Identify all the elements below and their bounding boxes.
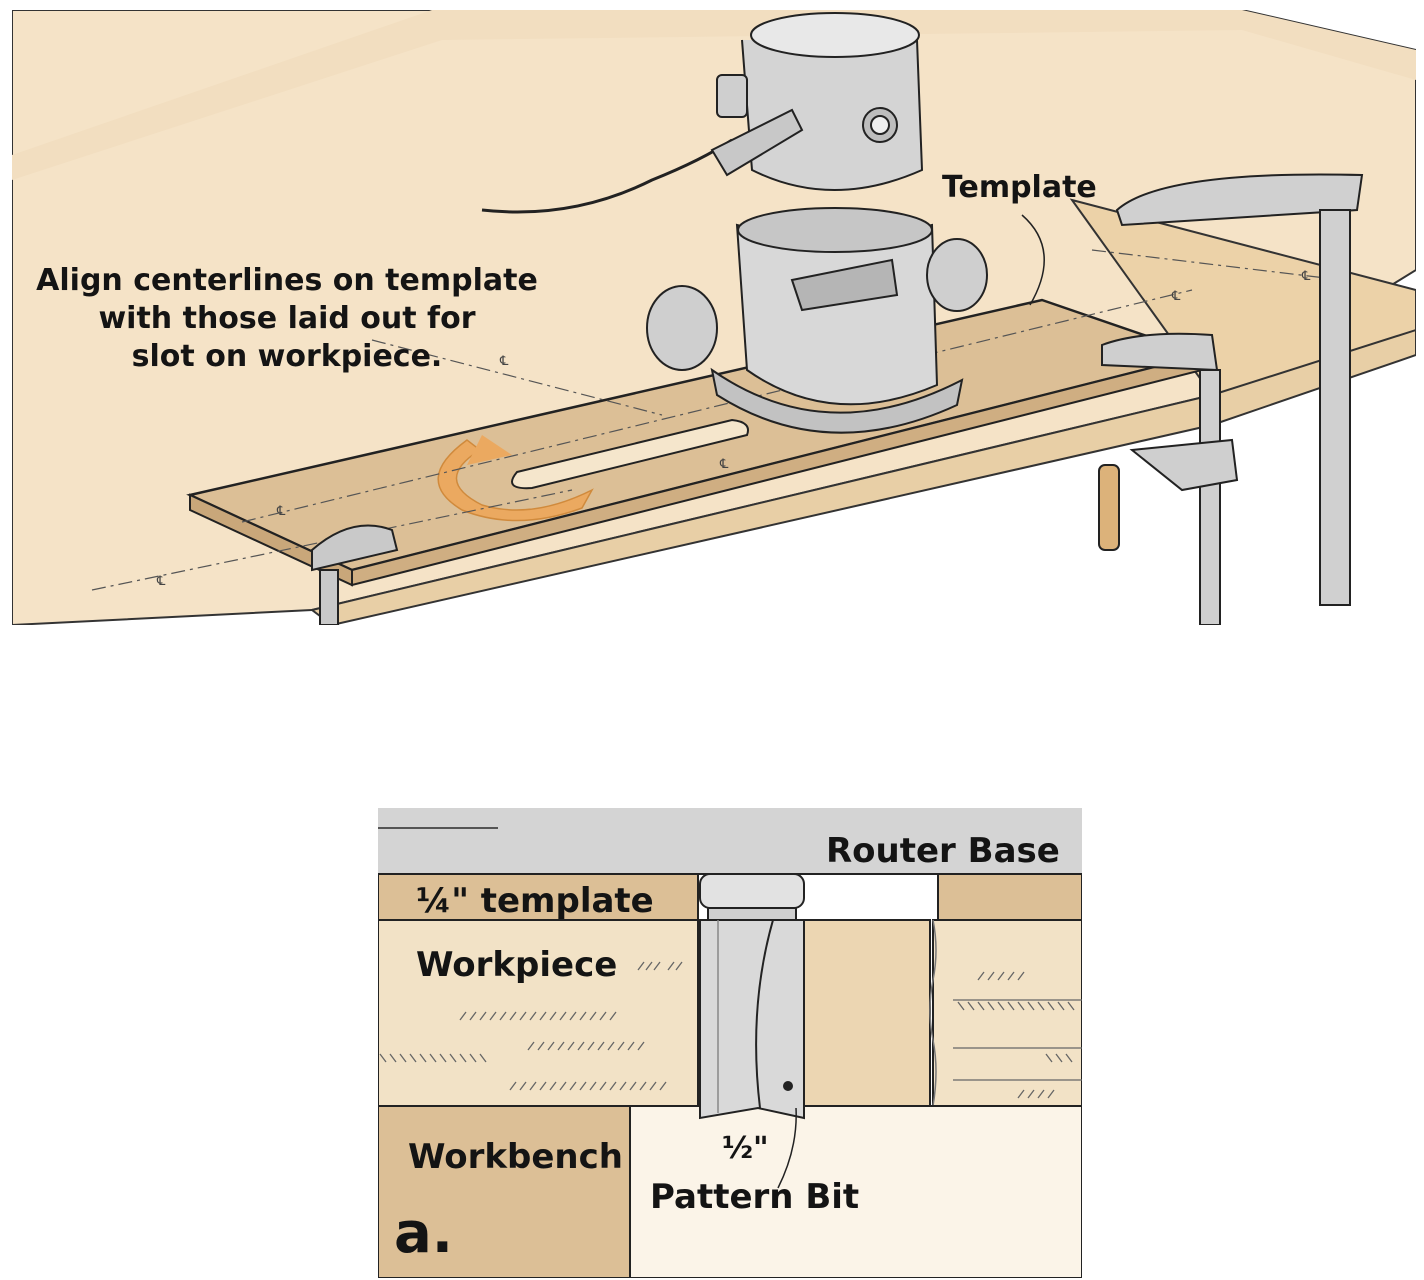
router-switch: [716, 74, 748, 118]
router-template-illustration: ℄ ℄ ℄ ℄ ℄ ℄ Align cent: [12, 10, 1416, 625]
routing-direction-arrow: [437, 439, 594, 522]
workbench-back-edge: [12, 10, 1416, 180]
router-base-label: Router Base: [826, 831, 1060, 871]
clamp-right-back: [1115, 173, 1364, 606]
svg-text:℄: ℄: [276, 504, 286, 519]
template-leader-line: [1021, 214, 1045, 306]
align-note-line-1: Align centerlines on template: [36, 263, 538, 298]
router-base: [378, 808, 1082, 874]
detail-cross-section: Router Base ¼" template Workpiece Workbe…: [378, 808, 1082, 1278]
align-note-line-3: slot on workpiece.: [132, 339, 443, 374]
svg-text:℄: ℄: [499, 354, 509, 369]
plunge-router: [481, 12, 988, 434]
open-area: [629, 1105, 1082, 1278]
clamp-right-front: [1098, 332, 1239, 625]
template-label: Template: [942, 170, 1097, 205]
template-layer-right: [937, 873, 1082, 921]
routing-direction-arrowhead: [467, 435, 512, 465]
power-cord: [481, 138, 733, 214]
centerline-marks: ℄ ℄ ℄ ℄ ℄ ℄: [156, 269, 1311, 589]
workbench-label: Workbench: [408, 1137, 623, 1177]
bit-leader-line: [777, 1107, 797, 1189]
align-note-line-2: with those laid out for: [98, 301, 475, 336]
wood-grain: [379, 961, 1082, 1099]
template-layer-left: [378, 873, 699, 921]
workpiece-layer-left: [378, 919, 699, 1107]
left-knob: [646, 285, 718, 371]
pattern-bit-label: Pattern Bit: [650, 1177, 859, 1217]
workpiece-layer-right: [932, 919, 1082, 1107]
workpiece-label: Workpiece: [416, 945, 617, 985]
pattern-bit: [699, 873, 805, 1120]
right-knob: [926, 238, 988, 312]
figure-letter: a.: [394, 1201, 453, 1266]
router-handle: [710, 108, 804, 177]
bit-bearing: [699, 873, 805, 909]
clamp-handle: [1098, 464, 1120, 551]
bit-cutter: [699, 919, 805, 1120]
svg-text:℄: ℄: [1171, 289, 1181, 304]
workbench-section: [378, 1105, 631, 1278]
svg-text:℄: ℄: [719, 457, 729, 472]
template-layer-label: ¼" template: [416, 881, 654, 921]
clamp-left: [311, 524, 399, 625]
svg-text:℄: ℄: [1301, 269, 1311, 284]
bit-size-label: ½": [722, 1131, 769, 1166]
svg-text:℄: ℄: [156, 574, 166, 589]
template-slot: [511, 418, 749, 490]
